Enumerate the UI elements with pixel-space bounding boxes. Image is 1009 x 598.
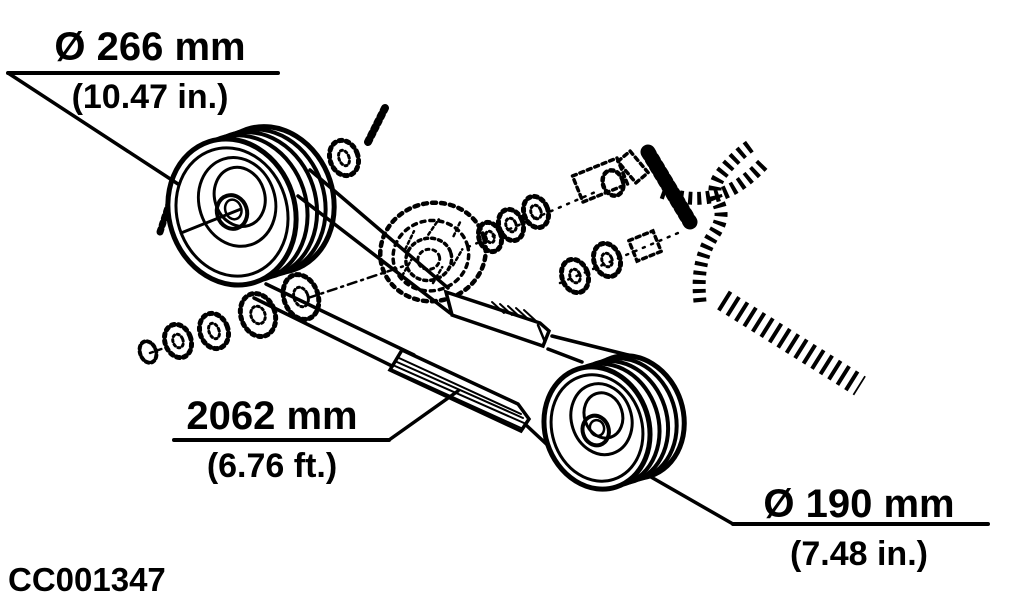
leader-266-line [6, 71, 180, 186]
label-driven-pulley-diameter: Ø 190 mm (7.48 in.) [748, 484, 970, 571]
driven-diameter-imperial: (7.48 in.) [790, 535, 928, 573]
washer-chain-lower-left [137, 264, 406, 365]
dimension-lines [6, 71, 990, 526]
idler-pulley-phantom [378, 200, 488, 304]
figure-id-code: CC001347 [8, 561, 166, 598]
bolt-upper-right [600, 148, 651, 198]
driven-diameter-metric: Ø 190 mm [763, 482, 955, 526]
background-phantom-parts [137, 102, 866, 396]
driven-pulley-drawing [541, 353, 687, 492]
phantom-rod-upper [640, 144, 698, 230]
washer-top-middle [326, 102, 390, 179]
label-crank-pulley-diameter: Ø 266 mm (10.47 in.) [28, 27, 272, 114]
phantom-rod-lower [717, 290, 866, 396]
crank-diameter-metric: Ø 266 mm [54, 25, 246, 69]
belt-back-segment [443, 289, 552, 349]
belt-length-metric: 2062 mm [186, 394, 358, 438]
crank-diameter-imperial: (10.47 in.) [71, 78, 229, 116]
washer-chain-right [558, 228, 680, 296]
crank-pulley-drawing [165, 124, 337, 288]
leader-2062-line [387, 389, 460, 442]
belt-length-imperial: (6.76 ft.) [206, 447, 338, 485]
label-belt-length: 2062 mm (6.76 ft.) [162, 396, 382, 483]
crank-hub-axis-line [179, 207, 243, 235]
bracket-phantom [659, 140, 771, 303]
leader-190-line [649, 475, 735, 526]
